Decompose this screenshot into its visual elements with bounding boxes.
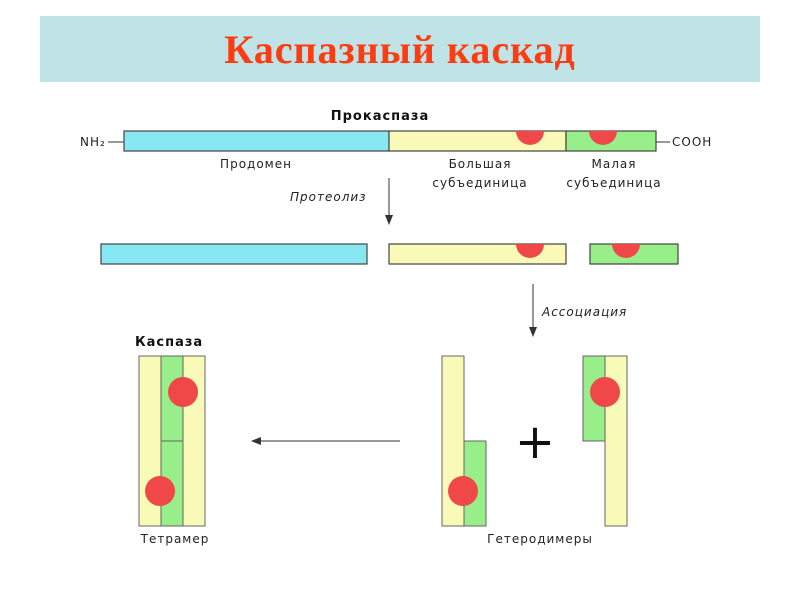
prodomain-label: Продомен <box>220 157 292 171</box>
large-subunit-label-line2: субъединица <box>432 176 527 190</box>
cooh-label: COOH <box>672 135 712 149</box>
cleaved-prodomain <box>100 243 368 265</box>
heterodimer-left-active-site <box>448 476 478 506</box>
caspase-label: Каспаза <box>135 335 203 350</box>
title-band: Каспазный каскад <box>40 16 760 82</box>
heterodimer-right <box>582 355 628 527</box>
tetramer-active-site-top <box>168 377 198 407</box>
procaspase-small-active-site <box>589 131 617 145</box>
tetramer-active-site-bottom <box>145 476 175 506</box>
procaspase-label: Прокаспаза <box>331 109 430 124</box>
cleaved-large-active-site <box>516 244 544 258</box>
tetramer-label: Тетрамер <box>140 532 210 546</box>
proteolysis-label: Протеолиз <box>290 190 367 204</box>
procaspase-prodomain-segment <box>123 130 390 152</box>
page-title: Каспазный каскад <box>224 26 576 72</box>
small-subunit-label-line2: субъединица <box>566 176 661 190</box>
plus-sign: + <box>515 414 555 470</box>
association-label: Ассоциация <box>541 305 627 319</box>
heterodimers-label: Гетеродимеры <box>487 532 593 546</box>
procaspase-large-active-site <box>516 131 544 145</box>
heterodimer-right-active-site <box>590 377 620 407</box>
large-subunit-label-line1: Большая <box>449 157 512 171</box>
small-subunit-label-line1: Малая <box>592 157 637 171</box>
heterodimer-left <box>441 355 487 527</box>
tetramer <box>138 355 206 527</box>
cleaved-small-active-site <box>612 244 640 258</box>
nh2-label: NH₂ <box>80 135 106 149</box>
